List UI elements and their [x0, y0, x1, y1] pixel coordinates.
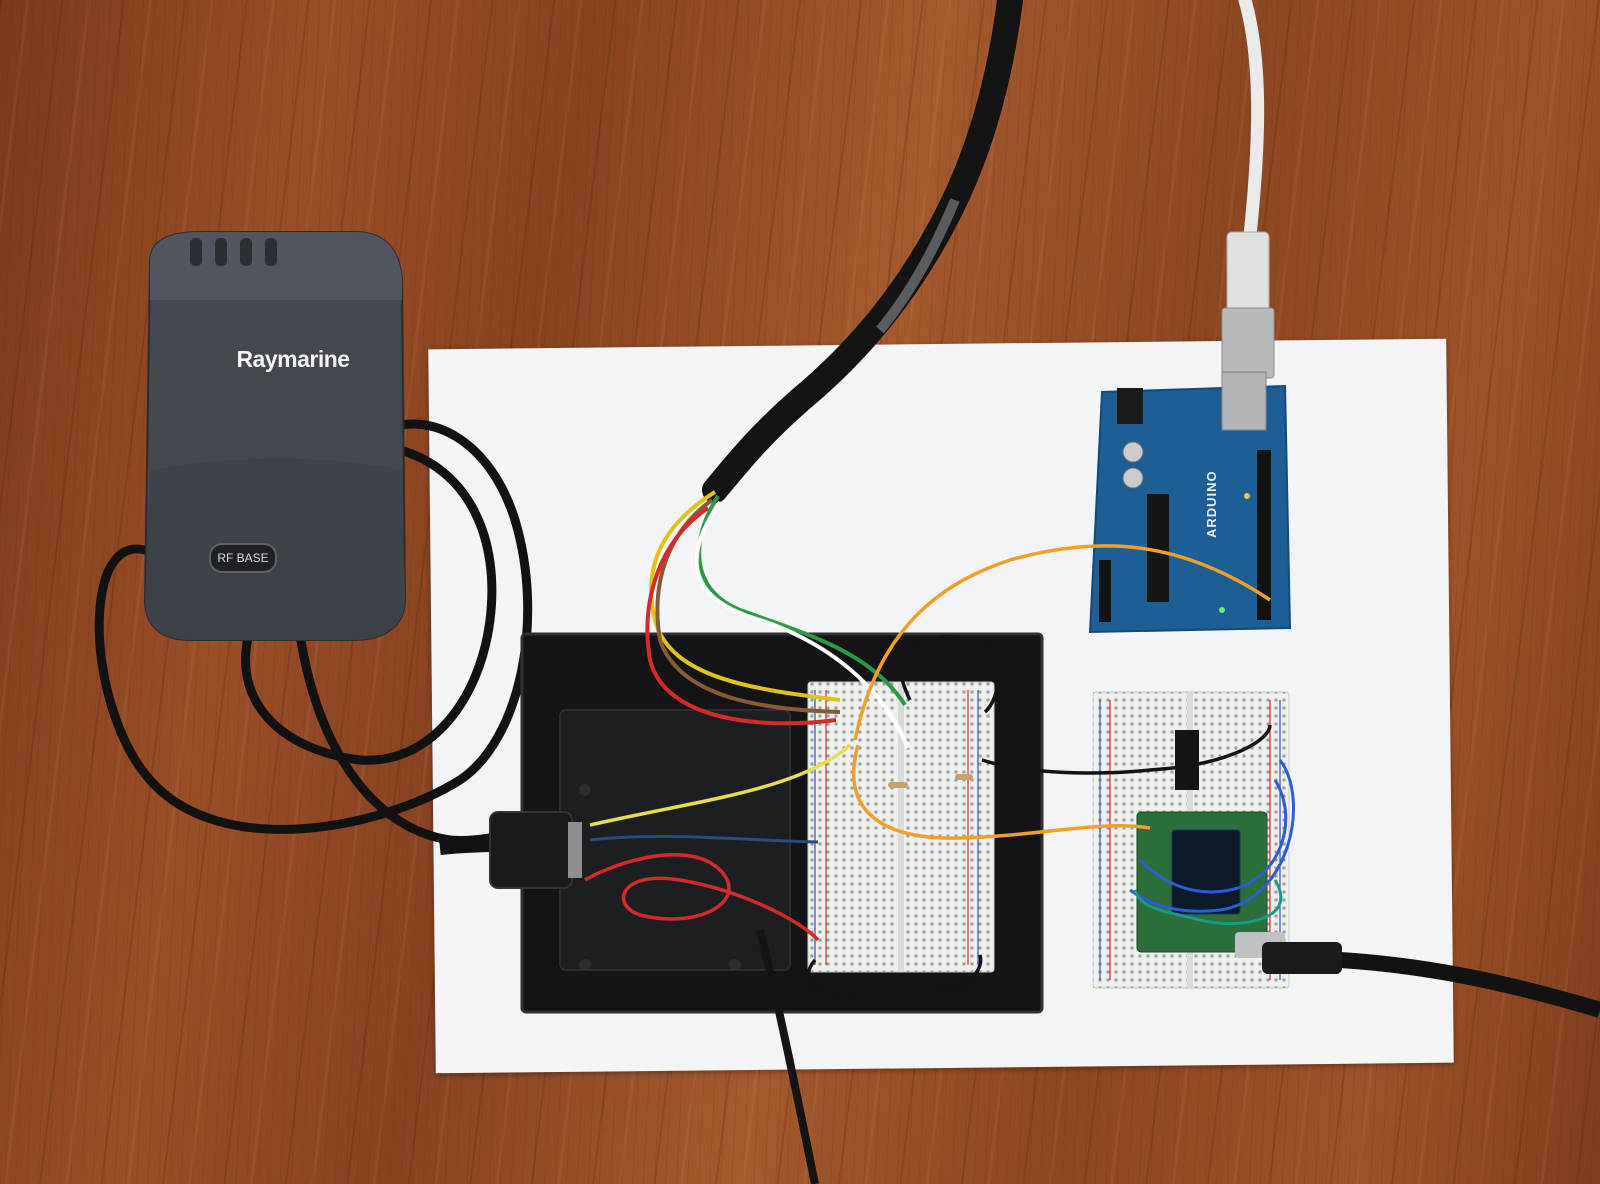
black-usb-cable-right — [1339, 952, 1600, 1018]
raymarine-logo-text: Raymarine — [236, 346, 350, 372]
mini-usb-plug — [1262, 942, 1342, 974]
rf-base-cable-loop-inner — [241, 445, 497, 765]
wire-red-top — [645, 506, 837, 726]
arduino-board-label: ARDUINO — [1204, 470, 1219, 538]
wire-blue-serial — [589, 835, 819, 844]
arduino-uno-board — [1088, 371, 1292, 634]
wire-white — [694, 500, 910, 749]
thick-black-cable-top — [702, 0, 1023, 503]
black-cable-bottom — [756, 929, 819, 1184]
rf-base-badge: RF BASE — [209, 543, 277, 573]
serial-connector — [489, 811, 573, 889]
rf-base-cable-loop-outer — [94, 419, 533, 834]
enclosure-screw — [579, 959, 591, 971]
raymarine-rf-base-unit — [143, 231, 407, 641]
grey-cable-sleeve — [876, 198, 960, 334]
wire-teal — [1133, 879, 1283, 926]
wire-black-top — [899, 634, 1002, 714]
enclosure-screw — [729, 959, 741, 971]
serial-connector-metal — [568, 822, 582, 878]
wire-red-loop — [584, 852, 820, 942]
enclosure-screw — [579, 784, 591, 796]
usb-plug — [1226, 231, 1270, 313]
wire-orange-lower — [852, 744, 1151, 840]
usb-plug-metal — [1221, 307, 1275, 379]
wire-black-bottom — [806, 954, 983, 1000]
white-usb-cable — [1238, 0, 1265, 242]
wire-black-right — [981, 724, 1272, 775]
main-breadboard — [807, 681, 995, 973]
wire-orange-long — [853, 544, 1271, 741]
wire-blue-2 — [1129, 759, 1295, 913]
small-breadboard — [1092, 691, 1290, 989]
wire-yellow-to-serial — [589, 743, 852, 827]
wire-blue-1 — [1138, 779, 1288, 894]
